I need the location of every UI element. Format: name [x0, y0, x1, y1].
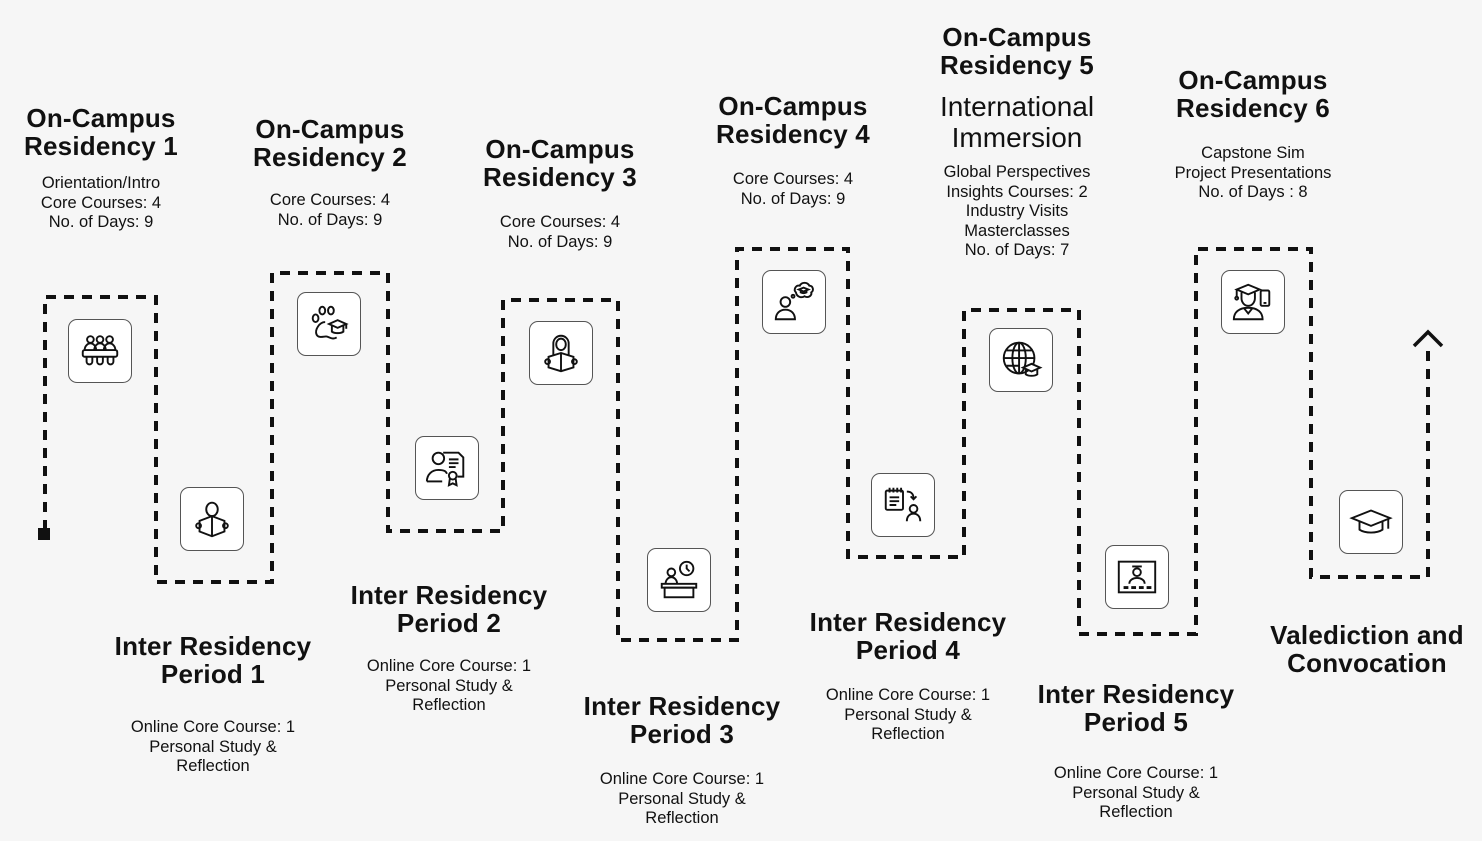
end-arrow-icon	[1412, 329, 1444, 348]
icon-box-ocr4	[762, 270, 826, 334]
icon-box-valediction	[1339, 490, 1403, 554]
person-certificate-icon	[425, 451, 465, 487]
online-lecture-screen-icon	[1117, 560, 1157, 594]
person-thinking-graduation-icon	[774, 281, 814, 321]
icon-box-irp4	[871, 473, 935, 537]
classroom-group-icon	[81, 335, 119, 366]
woman-reading-book-icon	[544, 334, 578, 373]
notepad-to-person-icon	[884, 487, 922, 522]
paw-graduation-cap-icon	[311, 305, 349, 340]
icon-box-ocr1	[68, 319, 132, 383]
start-marker	[38, 528, 50, 540]
person-desk-clock-icon	[660, 560, 698, 599]
icon-box-irp2	[415, 436, 479, 500]
student-reading-book-icon	[195, 501, 229, 538]
icon-box-irp1	[180, 487, 244, 551]
graduate-with-phone-icon	[1232, 283, 1271, 321]
icon-box-ocr5	[989, 328, 1053, 392]
icon-box-irp3	[647, 548, 711, 612]
graduation-cap-icon	[1349, 509, 1393, 534]
icon-box-ocr6	[1221, 270, 1285, 334]
icon-box-ocr3	[529, 321, 593, 385]
dashed-journey-line	[43, 247, 1430, 642]
icon-box-irp5	[1105, 545, 1169, 609]
globe-graduation-cap-icon	[1002, 341, 1043, 377]
icon-box-ocr2	[297, 292, 361, 356]
